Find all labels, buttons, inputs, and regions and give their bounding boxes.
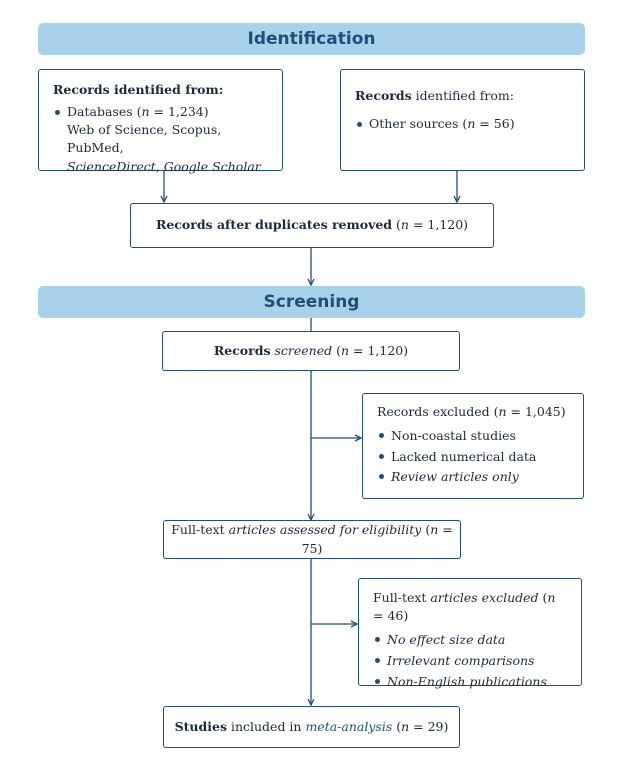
records-other-box: Records identified from: Other sources (…: [340, 69, 585, 171]
fulltext-excluded-heading: Full-text articles excluded (n = 46): [373, 590, 556, 624]
database-sources-line-2: ScienceDirect, Google Scholar: [67, 158, 261, 174]
records-databases-box: Records identified from: Databases (n = …: [38, 69, 283, 174]
duplicates-removed-box: Records after duplicates removed (n = 1,…: [130, 203, 494, 248]
fulltext-excluded-reason-item: No effect size data: [373, 630, 567, 651]
fulltext-excluded-reason-item: Non-English publications: [373, 672, 567, 693]
excluded-reason-item: Lacked numerical data: [377, 447, 569, 468]
other-sources-item: Other sources (n = 56): [355, 115, 570, 133]
identification-header: Identification: [38, 23, 585, 55]
screening-header: Screening: [38, 286, 585, 318]
fulltext-assessed-box: Full-text articles assessed for eligibil…: [163, 520, 461, 559]
records-other-heading: Records identified from:: [355, 88, 514, 103]
records-excluded-heading: Records excluded (n = 1,045): [377, 404, 566, 419]
databases-item: Databases (n = 1,234): [53, 103, 268, 121]
studies-included-box: Studies included in meta-analysis (n = 2…: [163, 706, 460, 748]
excluded-reason-item: Non-coastal studies: [377, 426, 569, 447]
database-sources-line-1: Web of Science, Scopus, PubMed,: [67, 122, 222, 156]
records-databases-heading: Records identified from:: [53, 82, 224, 97]
fulltext-excluded-reason-item: Irrelevant comparisons: [373, 651, 567, 672]
records-screened-box: Records screened (n = 1,120): [162, 331, 460, 371]
excluded-reason-item: Review articles only: [377, 467, 569, 488]
records-excluded-box: Records excluded (n = 1,045) Non-coastal…: [362, 393, 584, 499]
fulltext-excluded-box: Full-text articles excluded (n = 46) No …: [358, 578, 582, 689]
